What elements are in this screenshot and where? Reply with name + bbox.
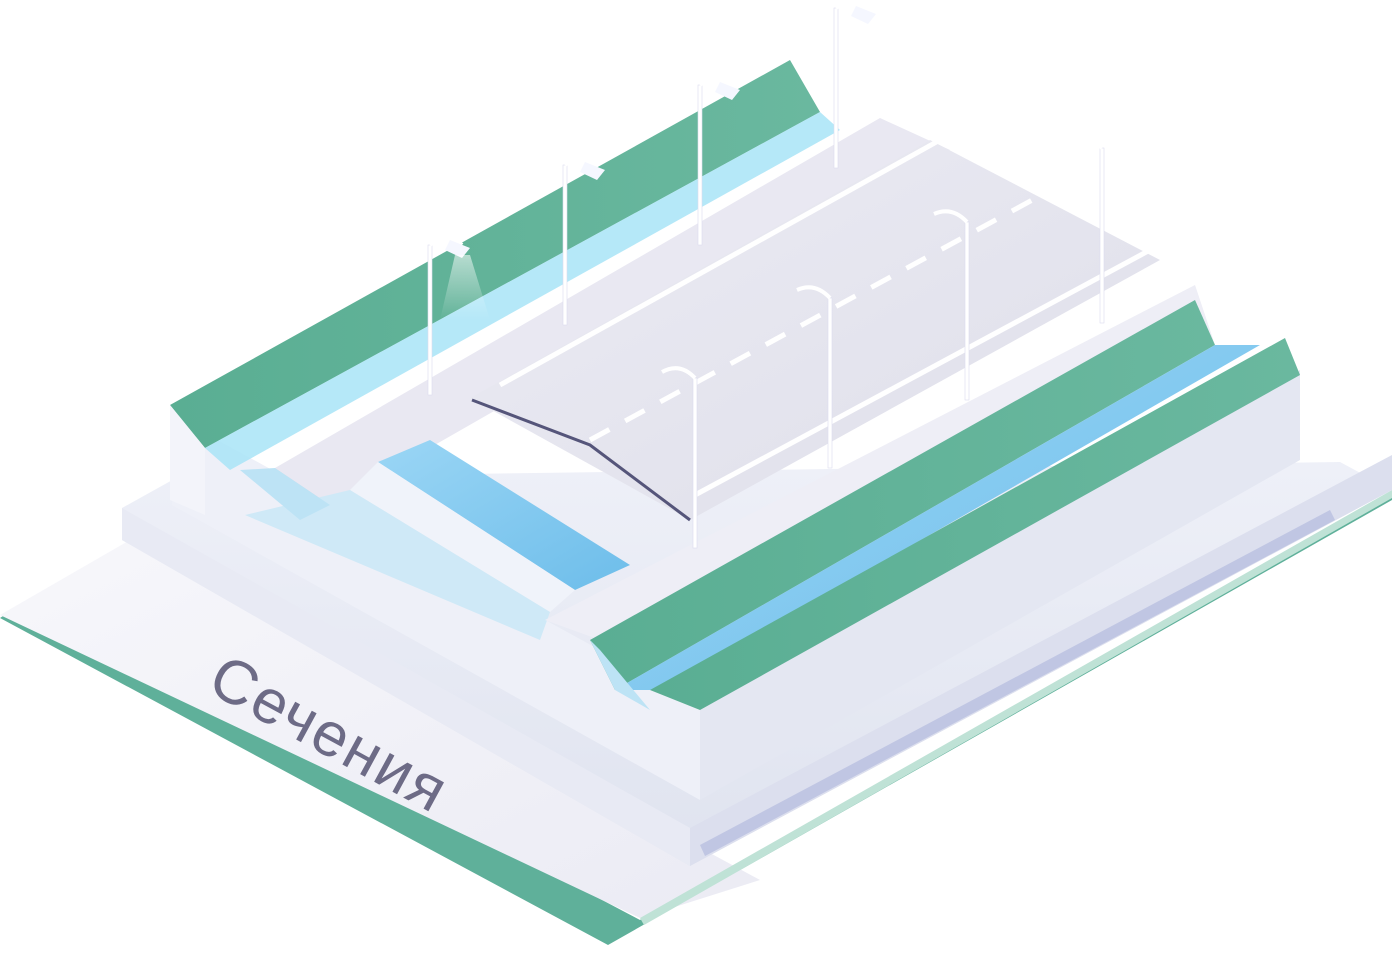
left-green-berm <box>170 60 840 515</box>
lamp-post <box>833 0 876 169</box>
lamp-post <box>697 75 740 246</box>
lamp-post <box>427 235 490 396</box>
lamp-posts <box>427 0 1105 549</box>
lamp-post <box>796 285 833 469</box>
lamp-post <box>1068 135 1105 324</box>
lamp-post <box>661 366 698 549</box>
lamp-post <box>933 209 970 401</box>
water-channel <box>240 440 630 640</box>
lamp-post <box>562 155 605 326</box>
carriageway <box>470 137 1160 522</box>
right-green-berm <box>545 285 1300 710</box>
